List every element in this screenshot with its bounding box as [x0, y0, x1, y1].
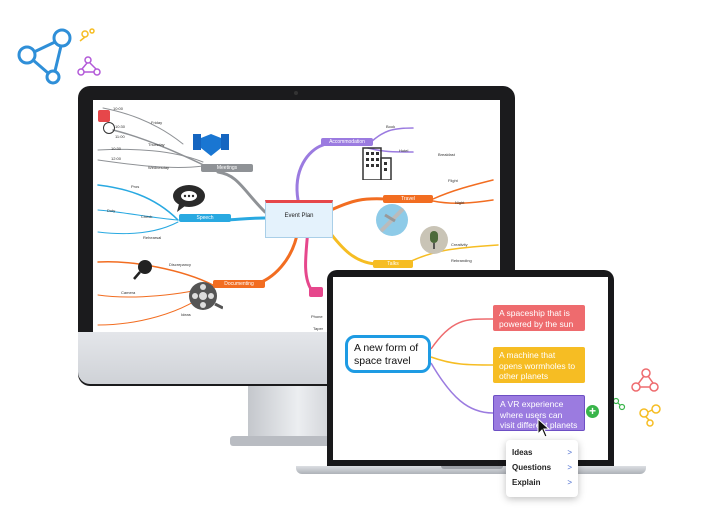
imac-central-node[interactable]: Event Plan	[265, 200, 333, 238]
imac-stand-foot	[230, 436, 370, 446]
laptop-base	[296, 466, 646, 474]
sub-night: Night	[455, 200, 465, 205]
microphone-icon	[133, 260, 152, 280]
imac-mindmap-connectors	[97, 107, 499, 326]
topic-talks[interactable]: Talks	[373, 260, 413, 268]
sub-book: Book	[386, 124, 396, 129]
sub-taper: Taper	[313, 326, 324, 331]
sub-time-2: 10:30	[115, 124, 126, 129]
topic-travel[interactable]: Travel	[383, 195, 433, 203]
sub-discrepancy: Discrepancy	[169, 262, 192, 267]
imac-central-label: Event Plan	[284, 213, 314, 219]
sub-time-3: 11:00	[115, 134, 125, 139]
topic-documenting[interactable]: Documenting	[213, 280, 265, 288]
add-node-button[interactable]: +	[586, 405, 599, 418]
chevron-right-icon: >	[567, 478, 572, 487]
network-icon-right	[612, 368, 661, 427]
idea-node-2[interactable]: A machine that opens wormholes to other …	[493, 347, 585, 383]
laptop-connectors	[430, 318, 494, 414]
menu-item-ideas-label: Ideas	[512, 448, 533, 457]
camera-icon	[294, 91, 298, 95]
menu-item-explain-label: Explain	[512, 478, 541, 487]
sub-creativity: Creativity	[451, 242, 468, 247]
sub-time-5: 12:00	[111, 156, 122, 161]
menu-item-explain[interactable]: Explain >	[512, 478, 574, 487]
idea-node-1[interactable]: A spaceship that is powered by the sun	[493, 305, 585, 331]
menu-item-questions-label: Questions	[512, 463, 552, 472]
plane-globe-icon	[376, 204, 408, 236]
sub-flight: Flight	[448, 178, 458, 183]
topic-pink[interactable]	[309, 287, 323, 297]
topic-meetings[interactable]: Meetings	[201, 164, 253, 172]
topic-speech[interactable]: Speech	[179, 214, 231, 222]
sub-ideas: Ideas	[181, 312, 191, 317]
sub-hotel: Hotel	[399, 148, 409, 153]
sub-friday: Friday	[151, 120, 163, 125]
sub-duty: Duty	[107, 208, 116, 213]
chevron-right-icon: >	[567, 463, 572, 472]
sub-check: Check	[141, 214, 153, 219]
topic-accommodation[interactable]: Accommodation	[321, 138, 373, 146]
sub-time-4: 10:30	[111, 146, 122, 151]
building-icon	[362, 147, 392, 180]
sub-rehearsal: Rehearsal	[143, 235, 162, 240]
menu-item-questions[interactable]: Questions >	[512, 463, 574, 472]
handshake-icon	[193, 134, 229, 156]
laptop-notch	[441, 466, 503, 469]
chevron-right-icon: >	[567, 448, 572, 457]
cursor-icon	[537, 418, 551, 438]
sub-breakfast: Breakfast	[438, 152, 455, 157]
sub-camera: Camera	[121, 290, 136, 295]
sub-rebranding: Rebranding	[451, 258, 472, 263]
film-reel-icon	[189, 282, 223, 310]
context-menu: Ideas > Questions > Explain >	[506, 440, 578, 497]
sub-pros: Pros	[131, 184, 140, 189]
sub-wednesday: Wednesday	[148, 165, 170, 170]
menu-item-ideas[interactable]: Ideas >	[512, 448, 574, 457]
laptop-central-node[interactable]: A new form of space travel	[345, 335, 431, 373]
podcast-mic-icon	[420, 226, 448, 254]
calendar-icon	[98, 110, 110, 122]
cloud-chat-icon	[173, 185, 205, 212]
clock-icon	[103, 122, 115, 134]
network-icon	[17, 28, 101, 85]
sub-time-1: 10:00	[113, 106, 124, 111]
sub-thursday: Thursday	[148, 142, 165, 147]
sub-phone: Phone	[311, 314, 323, 319]
